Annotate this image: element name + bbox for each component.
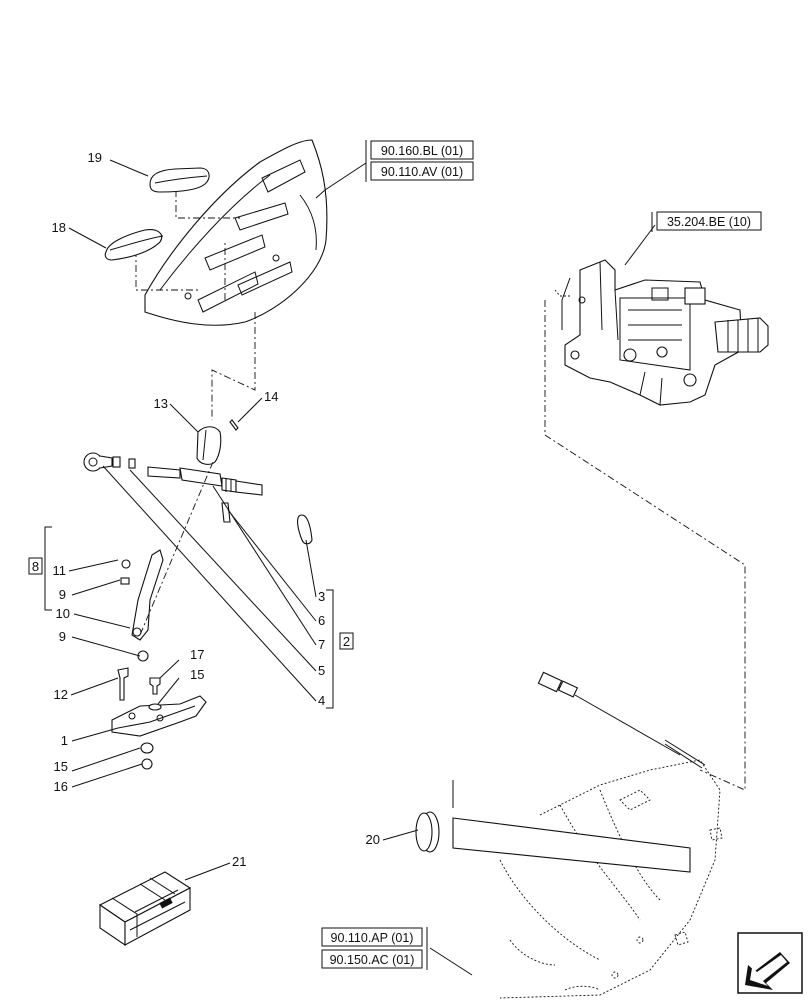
callout-15b: 15	[54, 759, 68, 774]
group-box-2	[339, 632, 354, 650]
callout-15a: 15	[190, 667, 204, 682]
callout-4: 4	[318, 693, 325, 708]
group-bracket-2	[326, 589, 334, 709]
callout-19: 19	[88, 150, 102, 165]
callout-3: 3	[318, 589, 325, 604]
ref-90-150-ac[interactable]: 90.150.AC (01)	[330, 953, 415, 967]
callout-labels: 19 18 13 14 11 9 10 9 12 17 15 1 15 16 2…	[52, 150, 380, 869]
bolt-12	[117, 667, 129, 701]
nut-16	[141, 758, 153, 770]
group-label-8: 8	[32, 559, 39, 574]
cab-floor-illustration	[452, 759, 723, 999]
callout-1: 1	[61, 733, 68, 748]
callout-9a: 9	[59, 587, 66, 602]
leader-lines	[68, 159, 656, 976]
callout-18: 18	[52, 220, 66, 235]
next-page-arrow-icon[interactable]	[737, 932, 803, 994]
callout-9b: 9	[59, 629, 66, 644]
ref-90-160-bl[interactable]: 90.160.BL (01)	[381, 144, 463, 158]
grommet-20	[415, 811, 440, 853]
callout-10: 10	[56, 606, 70, 621]
control-valve-illustration	[554, 259, 769, 406]
lever-assembly-8	[120, 461, 214, 662]
handle-knob-13	[196, 426, 222, 465]
parts-kit-box-icon	[98, 871, 192, 947]
callout-13: 13	[154, 396, 168, 411]
group-bracket-8	[44, 526, 52, 611]
ref-35-204-be[interactable]: 35.204.BE (10)	[667, 215, 751, 229]
pin-14	[229, 419, 239, 431]
reference-box-top-left[interactable]: 90.160.BL (01) 90.110.AV (01)	[365, 140, 474, 182]
rubber-pad-19	[149, 167, 210, 193]
assembly-guide-line	[544, 300, 746, 791]
group-box-8	[28, 557, 43, 575]
callout-16: 16	[54, 779, 68, 794]
callout-21: 21	[232, 854, 246, 869]
callout-6: 6	[318, 613, 325, 628]
ref-90-110-ap[interactable]: 90.110.AP (01)	[331, 931, 414, 945]
washer-15-top	[148, 703, 162, 711]
callout-20: 20	[366, 832, 380, 847]
rubber-pad-18	[104, 229, 164, 261]
floor-mat-illustration	[135, 139, 328, 420]
group-label-2: 2	[343, 634, 350, 649]
callout-11: 11	[53, 563, 67, 578]
callout-14: 14	[264, 389, 278, 404]
reference-box-bottom[interactable]: 90.110.AP (01) 90.150.AC (01)	[321, 927, 428, 970]
callout-12: 12	[54, 687, 68, 702]
callout-7: 7	[318, 637, 325, 652]
reference-box-valve[interactable]: 35.204.BE (10)	[651, 211, 762, 232]
ref-90-110-av[interactable]: 90.110.AV (01)	[381, 165, 463, 179]
washer-15-bottom	[140, 742, 154, 754]
control-cable	[83, 452, 706, 769]
bolt-17	[149, 677, 161, 695]
callout-5: 5	[318, 663, 325, 678]
callout-17: 17	[190, 647, 204, 662]
